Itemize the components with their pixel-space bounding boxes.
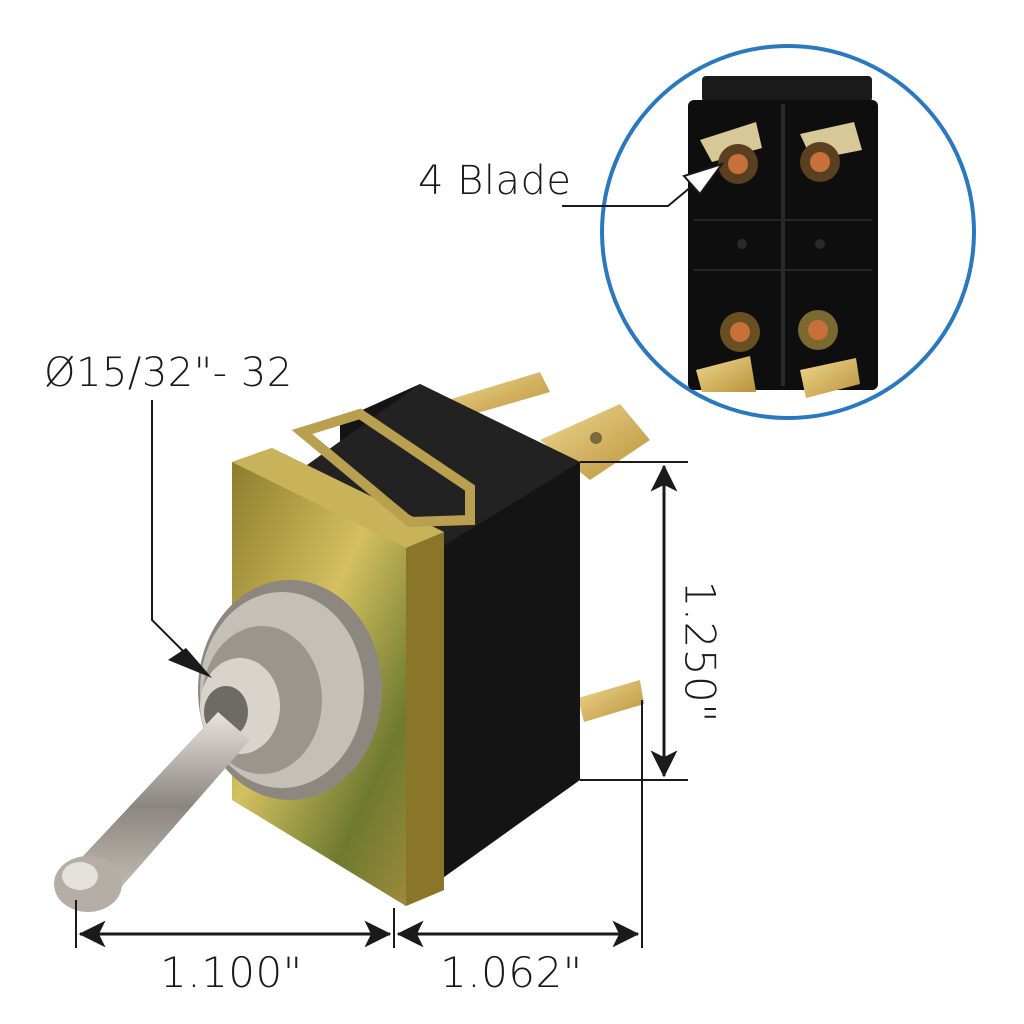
height-dimension bbox=[580, 461, 688, 781]
blade-callout bbox=[562, 162, 725, 207]
toggle-lever bbox=[54, 712, 250, 912]
thread-size-label: Ø15/32"- 32 bbox=[44, 350, 293, 396]
thread-callout bbox=[151, 400, 212, 678]
body-width-dimension-label: 1.062" bbox=[440, 948, 583, 997]
rear-view-inset bbox=[600, 44, 976, 420]
lever-width-dimension-label: 1.100" bbox=[160, 948, 303, 997]
height-dimension-label: 1.250" bbox=[675, 580, 725, 724]
width-dimensions bbox=[75, 700, 643, 948]
blade-callout-label: 4 Blade bbox=[418, 158, 572, 204]
